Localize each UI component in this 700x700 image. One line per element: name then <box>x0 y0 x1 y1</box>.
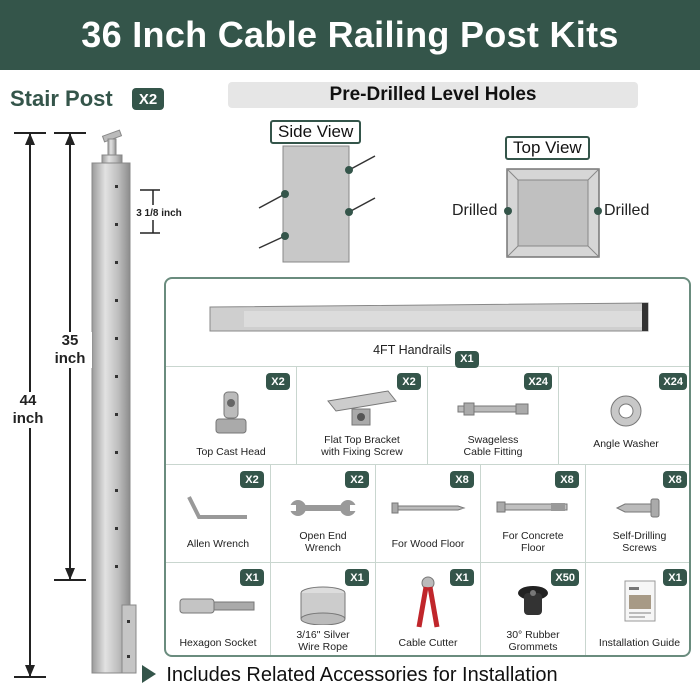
accessories-panel: 4FT Handrails X1 X2 Top Cast Head X2 Fla… <box>164 277 691 657</box>
arrow-icon <box>142 665 157 683</box>
item-cell: X8 For Wood Floor <box>376 465 481 563</box>
item-qty-badge: X1 <box>240 569 264 586</box>
item-label: For Concrete Floor <box>502 530 564 554</box>
wire-rope-icon <box>300 586 346 625</box>
drilled-left-label: Drilled <box>452 202 498 219</box>
stair-post-qty-badge: X2 <box>132 88 164 110</box>
item-label: Angle Washer <box>593 438 659 450</box>
item-qty-badge: X1 <box>663 569 687 586</box>
item-label: Top Cast Head <box>196 446 266 458</box>
item-label: Allen Wrench <box>186 538 250 550</box>
cable-fitting-icon <box>457 402 529 416</box>
title-banner: 36 Inch Cable Railing Post Kits <box>0 0 700 70</box>
item-qty-badge: X2 <box>345 471 369 488</box>
item-qty-badge: X2 <box>240 471 264 488</box>
handrail-icon <box>209 302 649 332</box>
wood-screw-icon <box>391 502 466 514</box>
item-cell: X50 30° Rubber Grommets <box>481 563 586 655</box>
item-cell: X1 Installation Guide <box>586 563 689 655</box>
item-qty-badge: X8 <box>663 471 687 488</box>
item-qty-badge: X1 <box>345 569 369 586</box>
footer-note: Includes Related Accessories for Install… <box>0 664 700 687</box>
wrench-icon <box>290 500 356 516</box>
item-label: 30° Rubber Grommets <box>506 629 560 653</box>
cable-cutter-icon <box>416 576 440 628</box>
item-cell: X2 Open End Wrench <box>271 465 376 563</box>
handrail-cell: 4FT Handrails X1 <box>166 279 689 368</box>
inner-height-dimension: 35 inch <box>48 332 92 368</box>
guide-icon <box>624 580 655 622</box>
item-cell: X2 Top Cast Head <box>166 367 297 465</box>
item-label: Hexagon Socket <box>179 637 257 649</box>
item-label: Installation Guide <box>598 637 681 649</box>
item-cell: X8 For Concrete Floor <box>481 465 586 563</box>
item-qty-badge: X2 <box>266 373 290 390</box>
outer-height-dimension: 44 inch <box>6 392 50 428</box>
item-label: For Wood Floor <box>391 538 465 550</box>
grommet-icon <box>518 586 548 615</box>
item-label: Open End Wrench <box>299 530 347 554</box>
item-qty-badge: X24 <box>524 373 552 390</box>
top-view-diagram <box>504 168 602 258</box>
allen-wrench-icon <box>187 496 247 519</box>
item-label: Swageless Cable Fitting <box>463 434 523 458</box>
concrete-anchor-icon <box>496 501 568 513</box>
item-label: Self-Drilling Screws <box>612 530 667 554</box>
drilled-right-label: Drilled <box>604 202 650 219</box>
stair-post-label: Stair Post <box>10 86 113 111</box>
top-view-label: Top View <box>505 136 590 160</box>
item-cell: X24 Swageless Cable Fitting <box>428 367 559 465</box>
handrail-qty-badge: X1 <box>454 350 479 368</box>
item-qty-badge: X2 <box>397 373 421 390</box>
washer-icon <box>610 395 642 427</box>
side-view-label: Side View <box>270 120 362 144</box>
item-label: 3/16" Silver Wire Rope <box>296 629 350 653</box>
predrilled-header: Pre-Drilled Level Holes <box>228 82 638 108</box>
self-drilling-screw-icon <box>615 498 659 518</box>
item-cell: X1 3/16" Silver Wire Rope <box>271 563 376 655</box>
bracket-icon <box>327 390 397 426</box>
item-qty-badge: X24 <box>659 373 687 390</box>
item-cell: X8 Self-Drilling Screws <box>586 465 689 563</box>
item-qty-badge: X8 <box>450 471 474 488</box>
page-title: 36 Inch Cable Railing Post Kits <box>81 14 619 55</box>
handrail-label: 4FT Handrails <box>373 343 452 357</box>
item-label: Flat Top Bracket with Fixing Screw <box>321 434 403 458</box>
item-qty-badge: X50 <box>551 569 579 586</box>
item-cell: X24 Angle Washer <box>559 367 689 465</box>
item-label: Cable Cutter <box>398 637 458 649</box>
item-qty-badge: X1 <box>450 569 474 586</box>
footer-text: Includes Related Accessories for Install… <box>166 664 558 686</box>
item-cell: X2 Flat Top Bracket with Fixing Screw <box>297 367 428 465</box>
hex-socket-icon <box>179 598 255 614</box>
item-cell: X1 Cable Cutter <box>376 563 481 655</box>
item-qty-badge: X8 <box>555 471 579 488</box>
side-view-diagram <box>258 145 376 263</box>
cast-head-icon <box>215 391 247 434</box>
item-cell: X1 Hexagon Socket <box>166 563 271 655</box>
spacing-dimension: 3 1/8 inch <box>136 208 182 219</box>
item-cell: X2 Allen Wrench <box>166 465 271 563</box>
